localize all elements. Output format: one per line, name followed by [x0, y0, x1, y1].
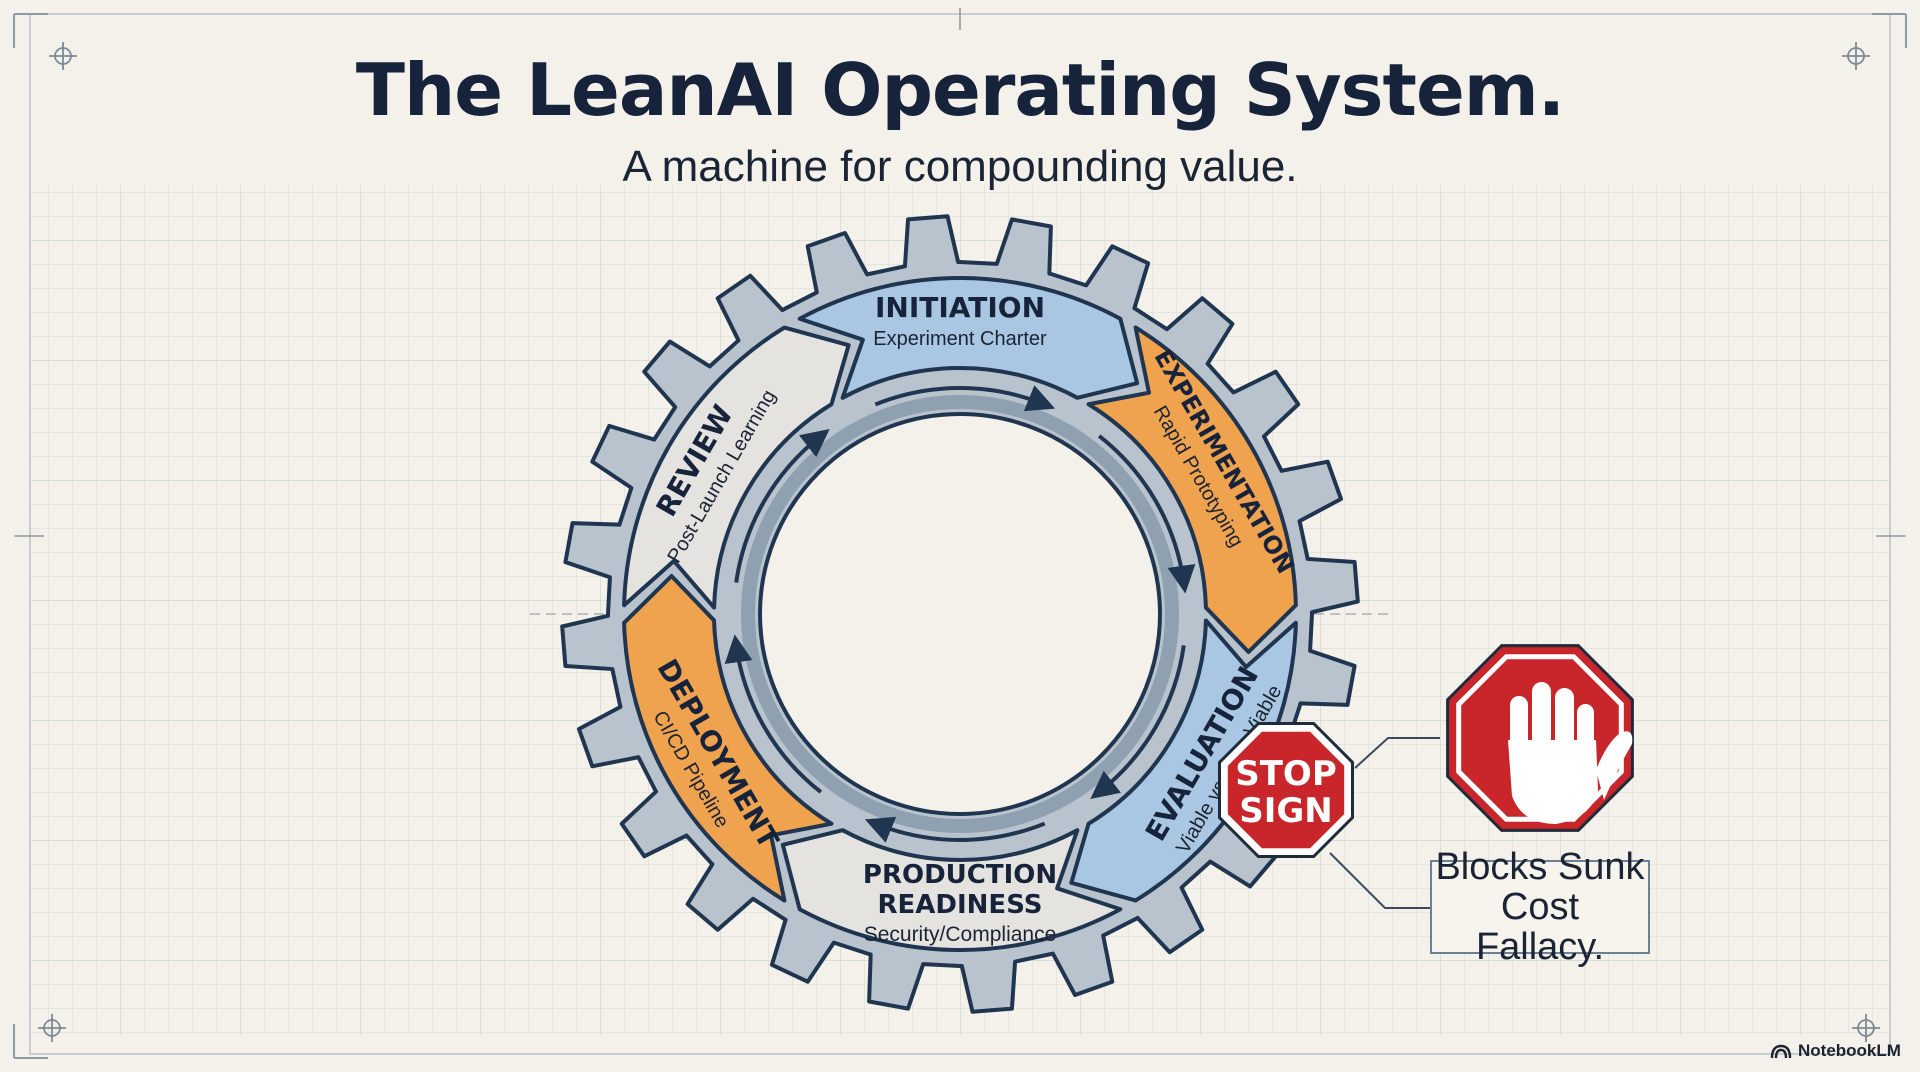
gear-hub-opening	[758, 412, 1162, 816]
stop-sign-line1: STOP	[1235, 754, 1337, 794]
flow-arrow	[734, 429, 830, 583]
crosshair-icon	[1842, 42, 1870, 70]
stage-title: INITIATION	[875, 291, 1045, 324]
crosshair-icon	[1852, 1014, 1880, 1042]
page-title: The LeanAI Operating System.	[355, 48, 1565, 132]
crosshair-icon	[38, 1014, 66, 1042]
callout-line2: Cost Fallacy.	[1475, 886, 1605, 968]
cycle-segment	[622, 325, 851, 610]
stage-title: READINESS	[878, 890, 1043, 920]
hand-icon	[1508, 682, 1633, 824]
crosshair-icon	[49, 42, 77, 70]
cycle-segment	[622, 574, 834, 903]
flow-arrow	[1097, 434, 1196, 594]
stage-subtitle: Experiment Charter	[873, 328, 1047, 350]
stop-sign-badge: STOP SIGN	[1218, 722, 1354, 858]
flow-arrow	[724, 634, 823, 794]
callout-line1: Blocks Sunk	[1435, 846, 1645, 888]
page-subtitle: A machine for compounding value.	[622, 142, 1298, 191]
stop-sign-line2: SIGN	[1239, 791, 1333, 831]
cycle-segments	[622, 275, 1298, 953]
flow-arrow	[864, 816, 1046, 843]
cycle-segment	[1086, 325, 1298, 654]
cycle-segment	[780, 828, 1123, 953]
hand-stop-sign	[1446, 644, 1634, 832]
notebooklm-logo-icon	[1770, 1044, 1792, 1059]
flow-arrow	[1090, 645, 1186, 799]
stage-subtitle: Security/Compliance	[864, 923, 1057, 946]
gear-inner-band	[741, 395, 1179, 833]
cycle-arrows	[724, 385, 1196, 843]
callout-connectors	[1329, 737, 1440, 909]
stage-label-group: INITIATION Experiment Charter	[873, 291, 1047, 350]
callout-box: Blocks Sunk Cost Fallacy.	[1430, 847, 1650, 967]
stage-title: PRODUCTION	[863, 860, 1057, 890]
brand-mark: NotebookLM	[1770, 1039, 1901, 1063]
brand-name: NotebookLM	[1798, 1041, 1901, 1060]
cycle-segment	[797, 275, 1140, 400]
flow-arrow	[874, 385, 1056, 412]
